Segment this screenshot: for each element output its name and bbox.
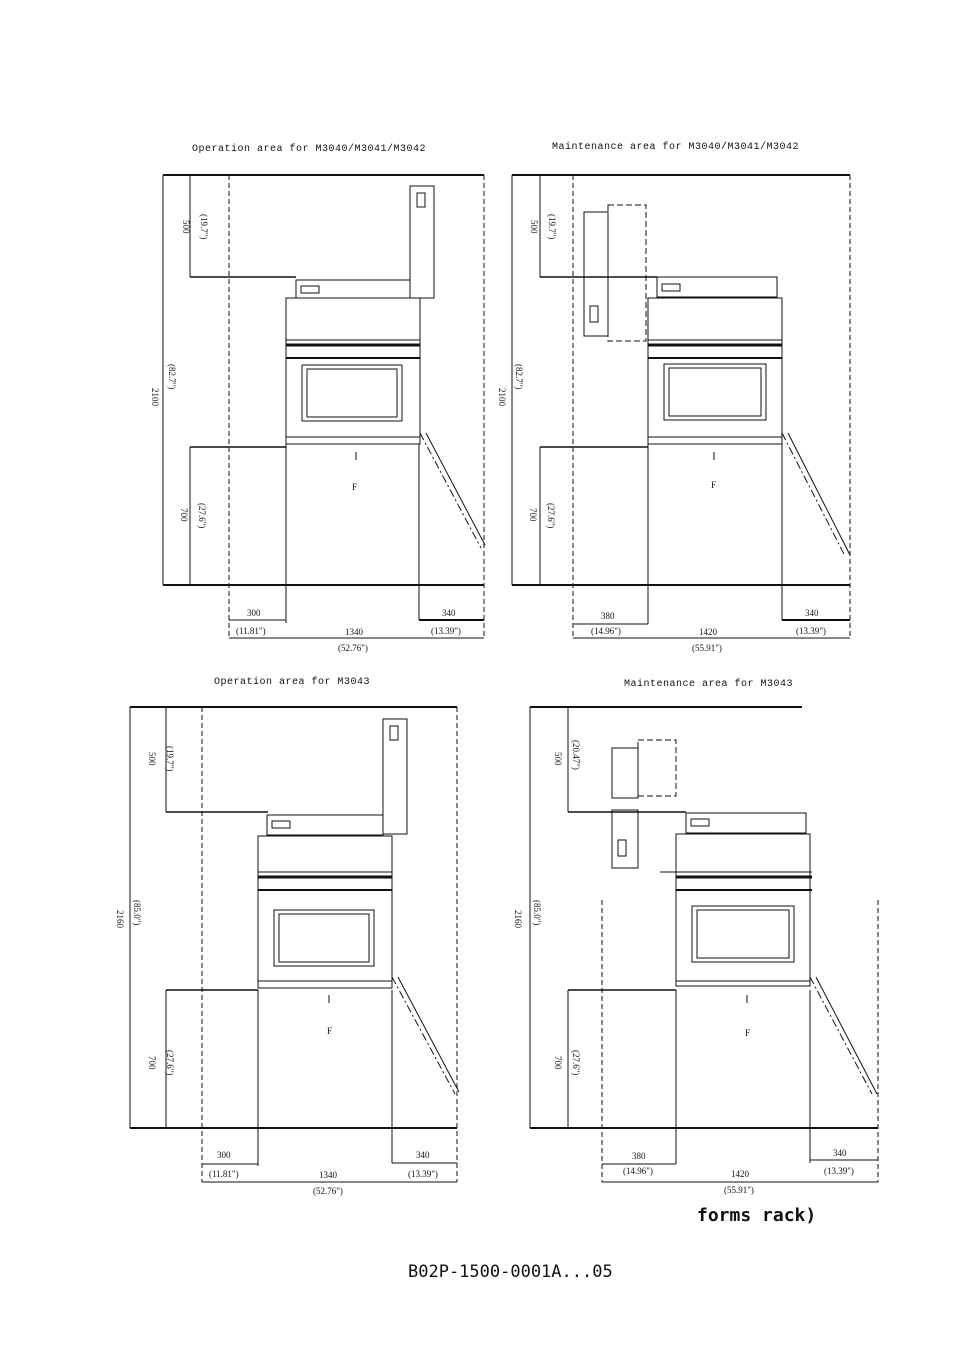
p3-h-top-in: (19.7") [165,746,175,771]
document-code: B02P-1500-0001A...05 [408,1262,613,1282]
p2-w-left-in: (14.96") [591,626,621,636]
p3-w-right: 340 [416,1150,430,1160]
note-text: forms rack) [697,1205,817,1226]
p2-w-left: 380 [601,611,615,621]
p3-h-top: 500 [147,752,157,766]
p4-h-bottom: 700 [553,1056,563,1070]
p1-h-top-in: (19.7") [199,214,209,239]
p4-w-total-in: (55.91") [724,1185,754,1195]
panel-3-drawing [129,706,460,1183]
p4-h-bottom-in: (27.6") [571,1050,581,1075]
p3-front-label: F [327,1026,332,1036]
panel-2-drawing [511,174,851,639]
p4-w-left-in: (14.96") [623,1166,653,1176]
p3-w-right-in: (13.39") [408,1169,438,1179]
p1-w-left: 300 [247,608,261,618]
p4-h-top-in: (20.47") [571,740,581,770]
p2-w-right-in: (13.39") [796,626,826,636]
p4-h-total-in: (85.0") [532,900,542,925]
p3-h-bottom-in: (27.6") [165,1050,175,1075]
panel-4-title: Maintenance area for M3043 [624,679,794,690]
p1-w-total: 1340 [345,627,364,637]
p3-h-total-in: (85.0") [132,900,142,925]
panel-3-title: Operation area for M3043 [214,677,371,688]
p2-h-bottom-in: (27.6") [546,503,556,528]
p4-h-total: 2160 [513,910,523,929]
panel-2-title: Maintenance area for M3040/M3041/M3042 [552,142,800,153]
p3-w-left: 300 [217,1150,231,1160]
p3-w-total-in: (52.76") [313,1186,343,1196]
p1-w-left-in: (11.81") [236,626,266,636]
p1-w-right-in: (13.39") [431,626,461,636]
panel-1-title: Operation area for M3040/M3041/M3042 [192,144,427,155]
p2-w-total-in: (55.91") [692,643,722,653]
p1-w-total-in: (52.76") [338,643,368,653]
p2-front-label: F [711,480,716,490]
panel-4-drawing [529,706,879,1183]
p2-h-total: 2100 [497,388,507,407]
p1-h-total: 2100 [150,388,160,407]
p2-h-total-in: (82.7") [514,364,524,389]
p3-h-total: 2160 [115,910,125,929]
p2-h-bottom: 700 [528,508,538,522]
p4-w-right-in: (13.39") [824,1166,854,1176]
p1-h-top: 500 [181,220,191,234]
p3-w-left-in: (11.81") [209,1169,239,1179]
p1-w-right: 340 [442,608,456,618]
p2-h-top-in: (19.7") [547,214,557,239]
p4-w-right: 340 [833,1148,847,1158]
p1-h-total-in: (82.7") [167,364,177,389]
p4-front-label: F [745,1028,750,1038]
p3-h-bottom: 700 [147,1056,157,1070]
p1-front-label: F [352,482,357,492]
p1-h-bottom-in: (27.6") [197,503,207,528]
p2-w-right: 340 [805,608,819,618]
panel-1-drawing [162,174,486,639]
p4-w-total: 1420 [731,1169,750,1179]
p4-h-top: 500 [553,752,563,766]
p2-h-top: 500 [529,220,539,234]
p3-w-total: 1340 [319,1170,338,1180]
p2-w-total: 1420 [699,627,718,637]
p4-w-left: 380 [632,1151,646,1161]
p1-h-bottom: 700 [179,508,189,522]
